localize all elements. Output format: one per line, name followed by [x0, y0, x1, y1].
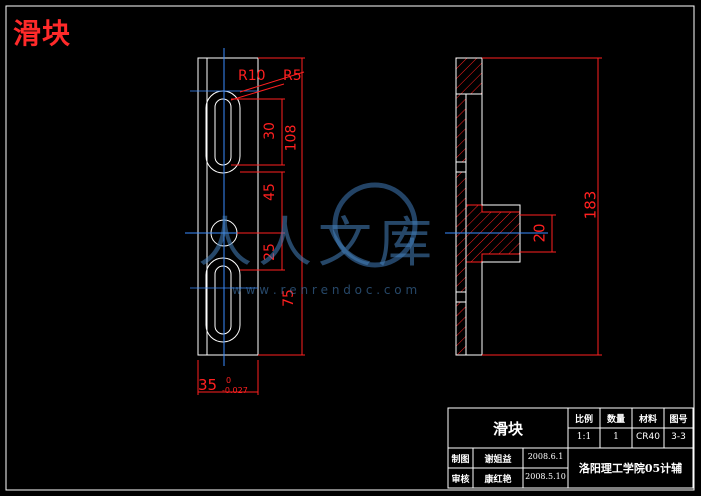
watermark-text: 人人文库 [198, 211, 438, 274]
title-block-checked-name: 康红艳 [484, 475, 512, 485]
dim-20: 20 [530, 223, 549, 243]
title-block-school: 洛阳理工学院05计辅 [578, 462, 683, 475]
title-block-part-name: 滑块 [492, 420, 523, 438]
front-view [185, 48, 272, 366]
title-block-checked-date: 2008.5.10 [525, 472, 566, 481]
title-block-checked-label: 审核 [451, 475, 470, 485]
section-outline [455, 57, 521, 356]
title-block-scale-header: 比例 [574, 415, 593, 425]
page-title: 滑块 [13, 17, 72, 50]
drawing-border [5, 5, 695, 491]
lower-slot-outer [205, 257, 241, 343]
upper-slot-inner [214, 98, 232, 166]
title-block-material: CR40 [636, 432, 660, 442]
title-block-drawn-name: 谢姐益 [484, 455, 512, 465]
title-block-drawing-no: 3-3 [671, 432, 686, 442]
title-block-material-header: 材料 [638, 415, 657, 425]
upper-slot-outer [205, 90, 241, 174]
dim-35: 35 [198, 376, 218, 394]
dim-35-tolerance-lower: -0.027 [222, 386, 248, 395]
title-block-drawn-date: 2008.6.1 [527, 452, 564, 461]
lower-slot-inner [214, 265, 232, 335]
dim-r10: R10 [238, 68, 266, 84]
title-block-scale: 1:1 [576, 432, 592, 442]
watermark-url: w w w . r e n r e n d o c . c o m [232, 283, 418, 297]
dim-183: 183 [581, 190, 600, 220]
title-block-qty-header: 数量 [606, 415, 625, 425]
front-view-dimensions [197, 57, 305, 395]
dim-30: 30 [261, 122, 278, 140]
front-view-outline [197, 57, 259, 356]
watermark-logo [332, 182, 418, 268]
section-view [445, 57, 548, 356]
title-block-qty: 1 [613, 432, 619, 442]
dim-r5: R5 [283, 68, 302, 84]
section-view-dimensions [482, 57, 602, 356]
title-block-grid [447, 407, 694, 489]
dim-108: 108 [283, 124, 300, 152]
title-block-drawing-no-header: 图号 [669, 415, 688, 425]
dim-35-tolerance-upper: 0 [226, 376, 232, 385]
title-block-drawn-label: 制图 [451, 455, 470, 465]
